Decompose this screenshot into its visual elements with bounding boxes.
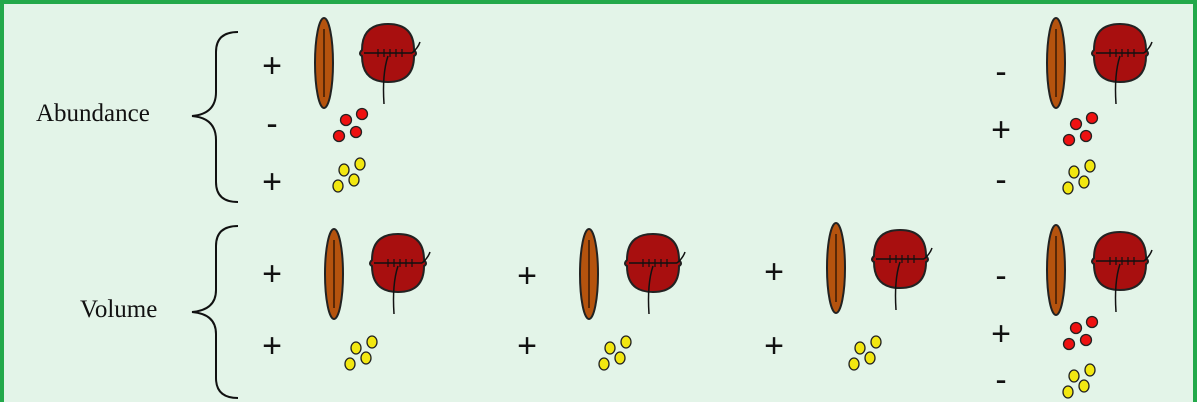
elongated-bacterium-icon — [324, 228, 344, 320]
elongated-bacterium-icon — [579, 228, 599, 320]
elongated-bacterium-icon — [1046, 17, 1066, 109]
elongated-bacterium-icon — [1046, 224, 1066, 316]
volume-brace — [191, 225, 239, 399]
yellow-particles-icon — [344, 335, 378, 371]
sign-volume-c4-yellow: - — [995, 361, 1007, 399]
sign-abundance-c4-red: + — [991, 111, 1011, 149]
red-cell-icon — [624, 232, 686, 315]
yellow-particles-icon — [1062, 363, 1096, 399]
yellow-particles-icon — [598, 335, 632, 371]
red-cell-icon — [369, 232, 431, 315]
yellow-particles-icon — [1062, 159, 1096, 195]
yellow-particles-icon — [332, 157, 366, 193]
red-cell-icon — [1091, 230, 1153, 313]
elongated-bacterium-icon — [314, 17, 334, 109]
sign-abundance-c1-yellow: + — [262, 163, 282, 201]
sign-volume-c1-yellow: + — [262, 327, 282, 365]
elongated-bacterium-icon — [826, 222, 846, 314]
sign-volume-c4-rod: - — [995, 257, 1007, 295]
yellow-particles-icon — [848, 335, 882, 371]
sign-volume-c3-yellow: + — [764, 327, 784, 365]
red-particles-icon — [1062, 315, 1099, 351]
sign-volume-c3-rod: + — [764, 253, 784, 291]
sign-volume-c4-red: + — [991, 315, 1011, 353]
red-cell-icon — [871, 228, 933, 311]
sign-abundance-c1-rod: + — [262, 47, 282, 85]
sign-abundance-c1-red: - — [266, 105, 278, 143]
sign-abundance-c4-rod: - — [995, 53, 1007, 91]
sign-volume-c2-rod: + — [517, 257, 537, 295]
red-cell-icon — [1091, 22, 1153, 105]
abundance-brace — [191, 31, 239, 203]
red-particles-icon — [332, 107, 369, 143]
red-cell-icon — [359, 22, 421, 105]
sign-volume-c2-yellow: + — [517, 327, 537, 365]
abundance-label: Abundance — [36, 100, 150, 127]
sign-abundance-c4-yellow: - — [995, 161, 1007, 199]
volume-label: Volume — [80, 296, 158, 323]
sign-volume-c1-rod: + — [262, 255, 282, 293]
red-particles-icon — [1062, 111, 1099, 147]
